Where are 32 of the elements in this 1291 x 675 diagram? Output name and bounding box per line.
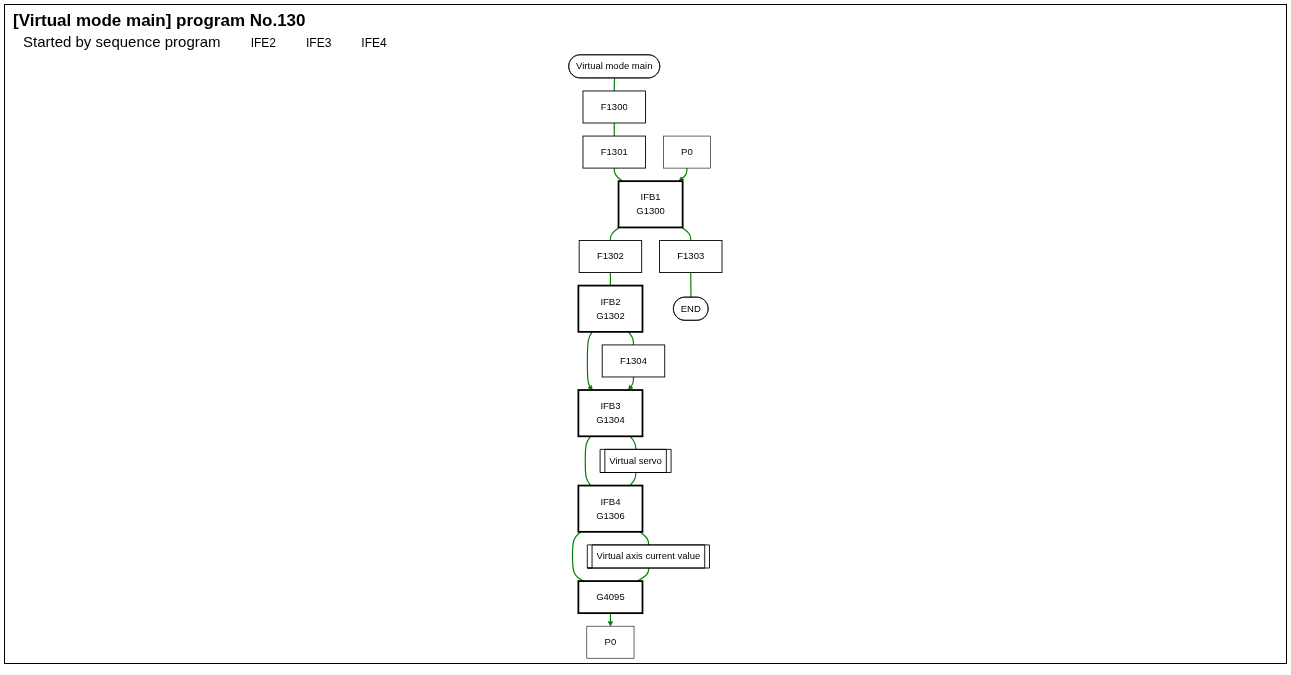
arrow <box>678 167 688 182</box>
connector <box>681 226 692 242</box>
arrow <box>607 612 614 627</box>
step-box: P0 <box>586 625 635 659</box>
merge-point-label: IFE4 <box>361 36 387 50</box>
merge-point-label: IFE2 <box>250 36 276 50</box>
step-box: F1304 <box>601 344 666 378</box>
connector <box>572 531 585 582</box>
step-box: F1303 <box>659 240 723 273</box>
connector <box>584 435 592 487</box>
step-box: F1301 <box>582 135 647 169</box>
step-box: IFB1 G1300 <box>617 180 684 229</box>
step-box: Virtual mode main <box>568 54 661 79</box>
step-box: P0 <box>663 135 711 169</box>
step-box: F1302 <box>578 240 643 273</box>
arrow <box>628 376 635 391</box>
step-box: G4095 <box>577 580 644 614</box>
step-box: END <box>673 296 709 321</box>
connector <box>609 226 620 242</box>
note-text: Started by sequence program <box>23 33 221 50</box>
connector <box>690 271 692 299</box>
step-box: IFB4 G1306 <box>577 484 644 533</box>
connector <box>636 567 650 582</box>
merge-point-label: IFE3 <box>305 36 332 50</box>
step-box: Virtual servo <box>599 448 672 473</box>
diagram-title: [Virtual mode main] program No.130 <box>13 11 307 31</box>
step-box: F1300 <box>582 90 647 124</box>
step-box: IFB2 G1302 <box>577 284 644 333</box>
step-box: IFB3 G1304 <box>577 389 644 438</box>
connector <box>629 472 637 487</box>
step-box: Virtual axis current value <box>586 544 711 569</box>
arrow <box>586 331 594 391</box>
